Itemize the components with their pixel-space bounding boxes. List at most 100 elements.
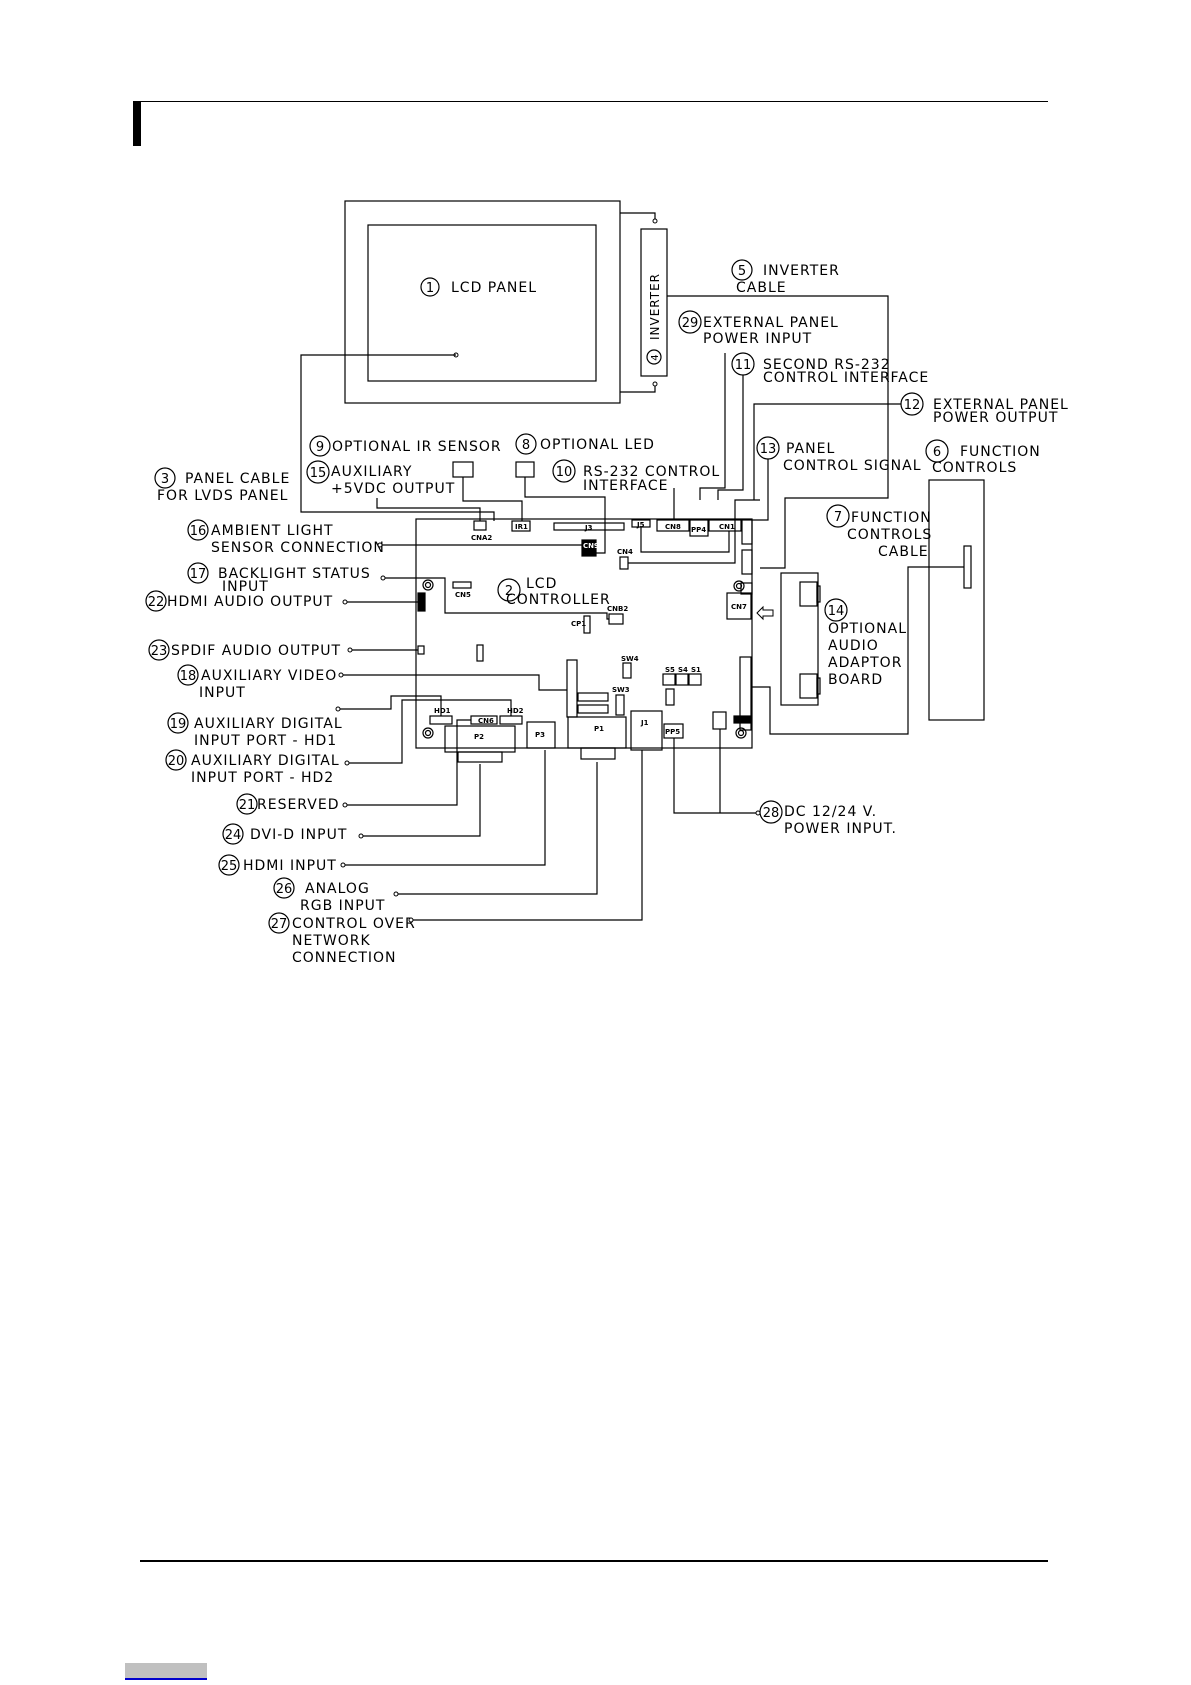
diagram-label: 25 xyxy=(221,859,238,874)
diagram-label: SW3 xyxy=(612,686,630,694)
diagram-label: RS-232 CONTROL xyxy=(583,464,720,480)
diagram-label: 26 xyxy=(276,882,293,897)
lcd-controller-board: 2 LCD CONTROLLER CNA2 IR1 J3 J5 CN8 PP4 … xyxy=(415,518,753,763)
callout-marker xyxy=(236,793,258,815)
diagram-label: CN6 xyxy=(478,717,494,725)
connector-cn15 xyxy=(566,659,578,718)
callout-marker xyxy=(678,310,702,334)
diagram-label: EXTERNAL PANEL xyxy=(933,397,1069,413)
diagram-label: 23 xyxy=(151,644,168,659)
diagram-label: 21 xyxy=(239,798,256,813)
diagram-line xyxy=(816,585,821,603)
callout-marker xyxy=(408,917,414,923)
button-s5 xyxy=(662,673,676,686)
callout-marker xyxy=(424,729,432,737)
diagram-label: OPTIONAL IR SENSOR xyxy=(332,439,502,455)
connector-op2 xyxy=(665,688,675,706)
callout-22: 22 HDMI AUDIO OUTPUT xyxy=(145,590,333,612)
diagram-line: 4 xyxy=(650,353,661,360)
callout-marker xyxy=(925,439,949,463)
callout-marker xyxy=(737,729,745,737)
callout-marker xyxy=(731,259,753,281)
diagram-label: DC 12/24 V. xyxy=(784,804,877,820)
callout-9: 9 OPTIONAL IR SENSOR xyxy=(309,435,502,478)
connector-cn1 xyxy=(708,519,742,532)
diagram-line xyxy=(580,747,616,760)
header-row xyxy=(577,692,609,702)
diagram-label: 17 xyxy=(190,567,207,582)
callout-3: 3 PANEL CABLE FOR LVDS PANEL xyxy=(154,467,290,504)
connector-cn10 xyxy=(417,592,426,612)
diagram-label: POWER OUTPUT xyxy=(933,410,1058,426)
diagram-label: INPUT xyxy=(222,579,269,595)
diagram-label: S5 xyxy=(665,666,675,674)
function-controls: 6 FUNCTION CONTROLS xyxy=(925,439,1040,721)
diagram-label: BOARD xyxy=(828,672,883,688)
inverter-box xyxy=(640,228,668,377)
button-s1 xyxy=(688,673,702,686)
ir-sensor-box xyxy=(452,461,474,478)
function-controls-connector xyxy=(963,545,972,589)
diagram-label: CN7 xyxy=(731,603,747,611)
inverter: INVERTER 4 xyxy=(620,212,668,393)
diagram-label: 5 xyxy=(738,264,746,279)
connector-cna1 xyxy=(741,519,753,545)
diagram-line xyxy=(620,386,656,393)
callout-marker xyxy=(148,639,170,661)
diagram-label: OPTIONAL xyxy=(828,621,907,637)
diagram-label: CN1 xyxy=(719,523,735,531)
callout-marker xyxy=(358,833,364,839)
diagram-label: SENSOR CONNECTION xyxy=(211,540,385,556)
callout-23: 23 SPDIF AUDIO OUTPUT xyxy=(148,639,340,661)
connector-cna2 xyxy=(473,520,487,531)
button-s4 xyxy=(675,673,689,686)
diagram-line xyxy=(347,699,512,764)
callout-10: 10 RS-232 CONTROL INTERFACE xyxy=(552,459,720,494)
diagram-label: CN8 xyxy=(665,523,681,531)
connector-j3 xyxy=(553,522,625,531)
diagram-label: FOR LVDS PANEL xyxy=(157,488,288,504)
connector-pp3 xyxy=(712,711,727,730)
callout-29: 29 EXTERNAL PANEL POWER INPUT xyxy=(678,310,838,347)
diagram-line xyxy=(752,459,769,521)
diagram-label: PP4 xyxy=(691,526,706,534)
diagram-label: 12 xyxy=(904,398,921,413)
diagram-label: S4 xyxy=(678,666,688,674)
connector-cn11 xyxy=(417,645,425,655)
connector-cnb2 xyxy=(608,613,624,625)
callout-marker xyxy=(306,460,330,484)
callout-marker xyxy=(826,504,850,528)
inverter-cable-line xyxy=(667,295,889,569)
callout-marker xyxy=(309,435,331,457)
callout-marker xyxy=(187,562,209,584)
diagram-label: PANEL CABLE xyxy=(185,471,290,487)
callout-marker xyxy=(422,579,434,591)
callout-26: 26 ANALOG RGB INPUT xyxy=(273,877,384,914)
inverter-label: INVERTER xyxy=(648,273,662,340)
callout-21: 21 RESERVED xyxy=(236,793,339,815)
callout-marker xyxy=(165,749,187,771)
diagram-label: RESERVED xyxy=(257,797,339,813)
diagram-line xyxy=(640,527,730,553)
diagram-label: 11 xyxy=(735,358,752,373)
callout-5: 5 INVERTER CABLE xyxy=(731,259,839,296)
lvds-panel-cable-line xyxy=(300,354,495,521)
diagram-label: PANEL xyxy=(786,441,835,457)
diagram-line xyxy=(345,719,471,806)
callout-marker xyxy=(342,599,348,605)
diagram-label: P2 xyxy=(474,733,484,741)
connector-cp1 xyxy=(583,615,591,634)
mount-hole xyxy=(740,582,753,595)
diagram-label: 15 xyxy=(310,466,327,481)
diagram-label: SECOND RS-232 xyxy=(763,357,891,373)
header-row xyxy=(577,704,609,714)
lcd-panel: 1 LCD PANEL xyxy=(344,200,621,404)
diagram-label: AUXILIARY xyxy=(331,464,412,480)
callout-12: 12 EXTERNAL PANEL POWER OUTPUT xyxy=(900,392,1069,426)
connector-hd1 xyxy=(429,715,453,725)
diagram-label: HDMI AUDIO OUTPUT xyxy=(167,594,333,610)
diagram-line xyxy=(753,403,901,500)
connector-j1 xyxy=(630,710,663,751)
diagram-label: J3 xyxy=(584,524,593,532)
callout-19: 19 AUXILIARY DIGITAL INPUT PORT - HD1 xyxy=(167,712,342,749)
